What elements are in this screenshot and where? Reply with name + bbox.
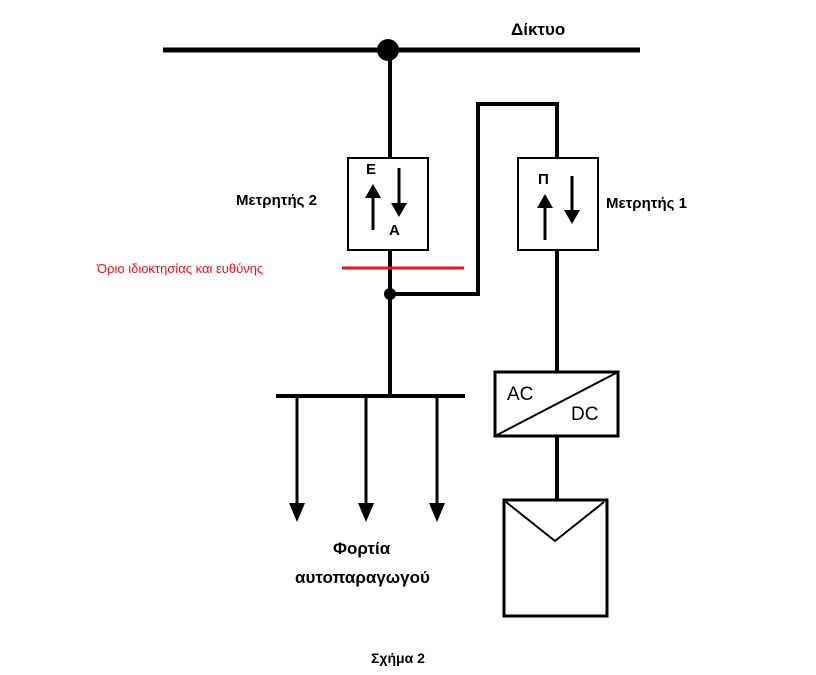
inverter-dc-label: DC <box>571 404 599 425</box>
meter1-up-arrow-icon <box>537 194 553 240</box>
meter2-letter-bottom: Α <box>389 222 400 239</box>
boundary-label: Όριο ιδιοκτησίας και ευθύνης <box>97 261 264 276</box>
meter2-box <box>347 157 429 251</box>
load-arrow-icon <box>289 396 305 522</box>
loads-label-line1: Φορτία <box>333 539 391 558</box>
figure-caption: Σχήμα 2 <box>371 650 425 666</box>
meter2-label: Μετρητής 2 <box>236 192 317 209</box>
pv-panel-mark <box>505 501 605 543</box>
meter1-letter: Π <box>538 171 549 188</box>
meter2-down-arrow-icon <box>391 168 407 217</box>
load-arrow-icon <box>358 396 374 522</box>
inverter-diagonal <box>494 371 619 437</box>
meter1-down-arrow-icon <box>564 176 580 224</box>
inverter-ac-label: AC <box>507 384 534 405</box>
load-arrow-icon <box>429 396 445 522</box>
loads-label-line2: αυτοπαραγωγού <box>295 568 430 587</box>
meter2-letter-top: Ε <box>366 161 377 178</box>
meter1-box <box>517 157 599 251</box>
junction-to-meter1-line <box>390 102 559 296</box>
meter2-up-arrow-icon <box>365 184 381 230</box>
pv-panel-box <box>502 498 609 618</box>
meter1-label: Μετρητής 1 <box>606 195 687 212</box>
grid-label: Δίκτυο <box>511 20 566 39</box>
